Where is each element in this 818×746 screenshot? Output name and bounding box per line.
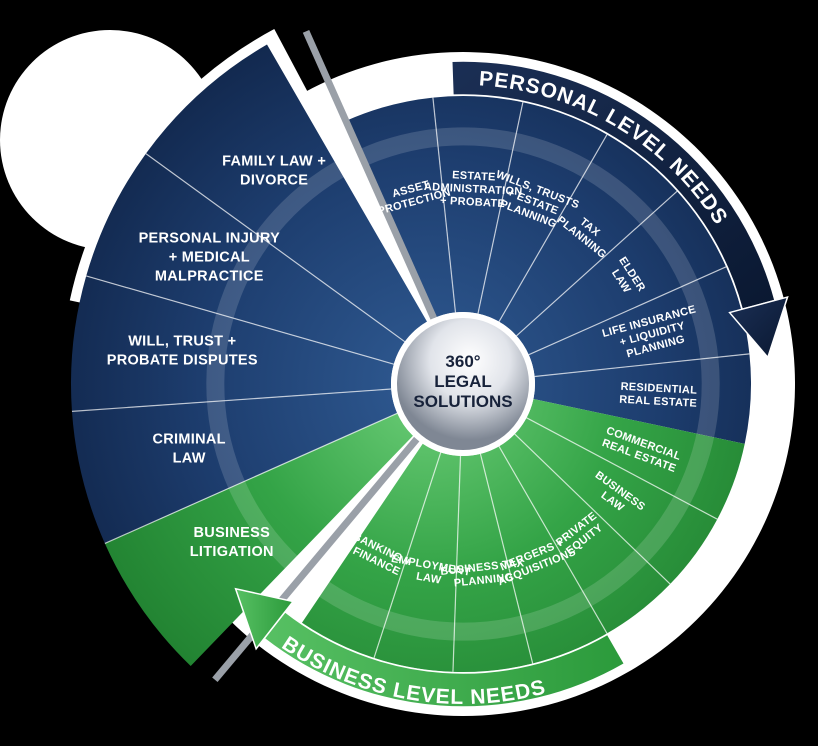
label-line: MALPRACTICE [155,268,264,284]
divider-business [526,417,718,520]
business-arrow-head [234,587,295,651]
label-line: LAW [173,450,206,466]
divider-left [145,153,406,343]
personal-arrow-head [728,295,789,359]
sector-commercial-real-estate [526,398,745,520]
label-line: CRIMINAL [153,431,226,447]
sector-private-equity [499,434,671,634]
label-line: + PROBATE [440,195,506,210]
label-line: BUSINESS [194,525,271,541]
label-line: REAL ESTATE [619,394,697,410]
label-line: PERSONAL INJURY [139,230,280,246]
label-line: FAMILY LAW + [222,153,326,169]
sector-personal-injury [86,153,405,365]
label-line: WILL, TRUST + [128,333,236,349]
divider-left [104,412,398,544]
divider-business [514,433,671,585]
sector-business-law [514,417,718,585]
sector-residential-real-estate [533,353,751,444]
sector-tax-planning [499,134,678,336]
label-line: LAW [415,570,442,586]
seam-edge [212,436,420,682]
seam-edge [302,29,437,320]
sector-business-tax-planning [452,453,533,673]
sector-mergers-acquisitions [480,446,607,664]
sector-family-law [145,44,427,342]
sector-banking-finance [301,443,441,658]
sector-employment-law [374,452,461,672]
divider-personal [516,190,678,337]
hub-line: 360° [445,352,480,371]
sector-criminal-law [71,389,398,544]
divider-left [86,275,394,365]
sector-business-litigation [104,413,413,666]
divider-personal [528,266,727,356]
label-text: ESTATEADMINISTRATION+ PROBATE [423,168,524,211]
divider-business [498,446,608,634]
label-personal-injury: PERSONAL INJURY + MEDICAL MALPRACTICE [139,230,280,284]
label-line: ADMINISTRATION [424,181,523,198]
divider-layer [71,29,750,682]
label-residential-real-estate: RESIDENTIALREAL ESTATE [619,381,698,410]
divider-personal [477,102,524,314]
sector-wills-trusts [477,102,607,322]
hub-line: SOLUTIONS [413,392,512,411]
sector-life-insurance [528,266,750,377]
hub [397,318,529,450]
divider-business [373,452,442,659]
label-estate-administration: ESTATEADMINISTRATION+ PROBATE [423,168,524,211]
inner-ring [206,127,720,641]
label-criminal-law: CRIMINAL LAW [153,431,226,466]
label-business-litigation: BUSINESS LITIGATION [190,525,274,560]
label-line: + MEDICAL [169,249,250,265]
label-text: RESIDENTIALREAL ESTATE [619,381,698,410]
hub-line: LEGAL [434,372,492,391]
label-line: PROBATE DISPUTES [107,352,258,368]
divider-business [479,453,534,664]
label-line: DIVORCE [240,172,308,188]
label-line: RESIDENTIAL [620,381,697,397]
label-family-law: FAMILY LAW + DIVORCE [222,153,326,188]
label-line: LITIGATION [190,544,274,560]
divider-personal [534,353,750,378]
sector-will-trust-disputes [71,275,394,412]
divider-personal [498,134,608,322]
divider-left [71,388,392,412]
sector-elder-law [516,191,727,355]
label-line: ESTATE [452,169,496,183]
sector-layer [71,44,751,673]
divider-personal [432,97,457,313]
label-will-trust-disputes: WILL, TRUST + PROBATE DISPUTES [107,333,258,368]
divider-business [452,455,462,672]
sector-estate-administration [432,96,523,314]
sector-asset-protection [345,97,456,319]
